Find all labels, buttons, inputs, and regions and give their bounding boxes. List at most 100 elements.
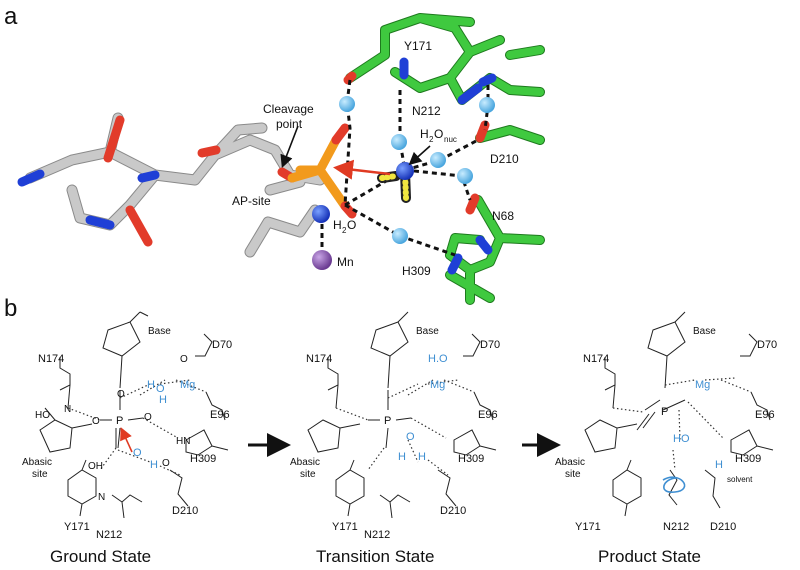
svg-text:O: O <box>162 458 170 469</box>
svg-text:H.O: H.O <box>428 353 448 365</box>
svg-text:H309: H309 <box>735 453 761 465</box>
svg-text:H: H <box>398 451 406 463</box>
svg-text:E96: E96 <box>478 409 498 421</box>
residue-n68-label: N68 <box>492 209 514 223</box>
svg-text:O: O <box>347 218 356 232</box>
svg-text:E96: E96 <box>755 409 775 421</box>
svg-text:H309: H309 <box>190 453 216 465</box>
ground-state-labels: Base N174 D70 O O H O Mg H E96 P O N O H… <box>22 326 232 541</box>
svg-text:Abasic: Abasic <box>290 457 320 468</box>
cleavage-label-line1: Cleavage <box>263 102 314 116</box>
svg-text:N174: N174 <box>583 353 609 365</box>
transition-state-scheme <box>307 311 497 519</box>
svg-text:N174: N174 <box>306 353 332 365</box>
svg-text:Mg: Mg <box>430 379 445 391</box>
svg-text:HO: HO <box>673 433 690 445</box>
svg-text:OH: OH <box>88 461 103 472</box>
transition-state-labels: Base N174 D70 H.O Mg E96 P H309 Abasic s… <box>290 326 500 541</box>
svg-text:2: 2 <box>429 135 434 144</box>
svg-text:O: O <box>434 127 443 141</box>
svg-text:N212: N212 <box>663 521 689 533</box>
svg-text:N212: N212 <box>96 529 122 541</box>
product-state-scheme <box>584 311 774 517</box>
svg-text:Mg: Mg <box>695 379 710 391</box>
product-state-labels: Base N174 D70 Mg E96 P HO H309 Abasic si… <box>555 326 777 533</box>
water-oxygen <box>312 205 330 223</box>
water-hydrogen <box>457 168 473 184</box>
water-hydrogen <box>339 96 355 112</box>
panel-a-label: a <box>4 3 18 30</box>
svg-text:H: H <box>715 459 723 471</box>
svg-text:H: H <box>159 394 167 406</box>
svg-text:H309: H309 <box>458 453 484 465</box>
svg-text:site: site <box>300 469 316 480</box>
panel-b-label: b <box>4 295 17 322</box>
svg-text:D210: D210 <box>440 505 466 517</box>
svg-text:O: O <box>144 412 152 423</box>
manganese-ion <box>312 250 332 270</box>
svg-text:O: O <box>156 383 165 395</box>
ap-site-dna-model <box>17 112 357 258</box>
svg-text:H: H <box>418 451 426 463</box>
svg-text:site: site <box>32 469 48 480</box>
cleavage-label-line2: point <box>276 117 303 131</box>
water-hydrogen <box>430 152 446 168</box>
svg-text:O: O <box>180 354 188 365</box>
atoms <box>312 96 495 270</box>
svg-text:H: H <box>147 379 155 391</box>
svg-text:D70: D70 <box>757 339 777 351</box>
svg-text:D210: D210 <box>172 505 198 517</box>
svg-text:Base: Base <box>148 326 171 337</box>
svg-text:N: N <box>64 404 71 415</box>
svg-text:2: 2 <box>342 226 347 235</box>
nucleophilic-attack-arrow <box>333 159 391 180</box>
svg-text:Y171: Y171 <box>575 521 601 533</box>
h2o-label: H 2 O <box>333 218 356 235</box>
svg-text:O: O <box>133 447 142 459</box>
ground-state-title: Ground State <box>50 547 151 566</box>
residue-d210-label: D210 <box>490 152 519 166</box>
svg-text:HO: HO <box>35 410 50 421</box>
svg-text:H: H <box>333 218 342 232</box>
protein-residues-model <box>343 13 545 305</box>
svg-text:D70: D70 <box>480 339 500 351</box>
h2o-nuc-label: H 2 O nuc <box>420 127 457 144</box>
svg-text:Abasic: Abasic <box>555 457 585 468</box>
svg-text:P: P <box>384 415 391 427</box>
svg-text:N174: N174 <box>38 353 64 365</box>
water-hydrogen <box>479 97 495 113</box>
water-hydrogen <box>391 134 407 150</box>
svg-text:N212: N212 <box>364 529 390 541</box>
svg-text:D70: D70 <box>212 339 232 351</box>
svg-text:Base: Base <box>416 326 439 337</box>
svg-text:Y171: Y171 <box>332 521 358 533</box>
residue-h309-label: H309 <box>402 264 431 278</box>
svg-text:P: P <box>116 415 123 427</box>
svg-text:E96: E96 <box>210 409 230 421</box>
svg-text:site: site <box>565 469 581 480</box>
svg-text:Mg: Mg <box>180 379 195 391</box>
svg-text:P: P <box>661 406 668 418</box>
svg-text:Y171: Y171 <box>64 521 90 533</box>
product-state-title: Product State <box>598 547 701 566</box>
cleavage-pointer-arrow <box>280 125 299 168</box>
h2o-nuc-pointer-arrow <box>408 145 431 166</box>
svg-text:solvent: solvent <box>727 475 753 484</box>
ground-state-scheme <box>39 311 229 519</box>
transition-state-title: Transition State <box>316 547 434 566</box>
residue-y171-label: Y171 <box>404 39 432 53</box>
mn-label: Mn <box>337 255 354 269</box>
svg-text:D210: D210 <box>710 521 736 533</box>
ap-site-label: AP-site <box>232 194 271 208</box>
residue-n212-label: N212 <box>412 104 441 118</box>
svg-text:Base: Base <box>693 326 716 337</box>
svg-text:H: H <box>420 127 429 141</box>
nucleophilic-water-oxygen <box>396 162 414 180</box>
svg-text:O: O <box>117 389 125 400</box>
water-hydrogen <box>392 228 408 244</box>
svg-text:H: H <box>150 459 158 471</box>
svg-text:N: N <box>98 492 105 503</box>
svg-text:Abasic: Abasic <box>22 457 52 468</box>
svg-text:O: O <box>406 431 415 443</box>
